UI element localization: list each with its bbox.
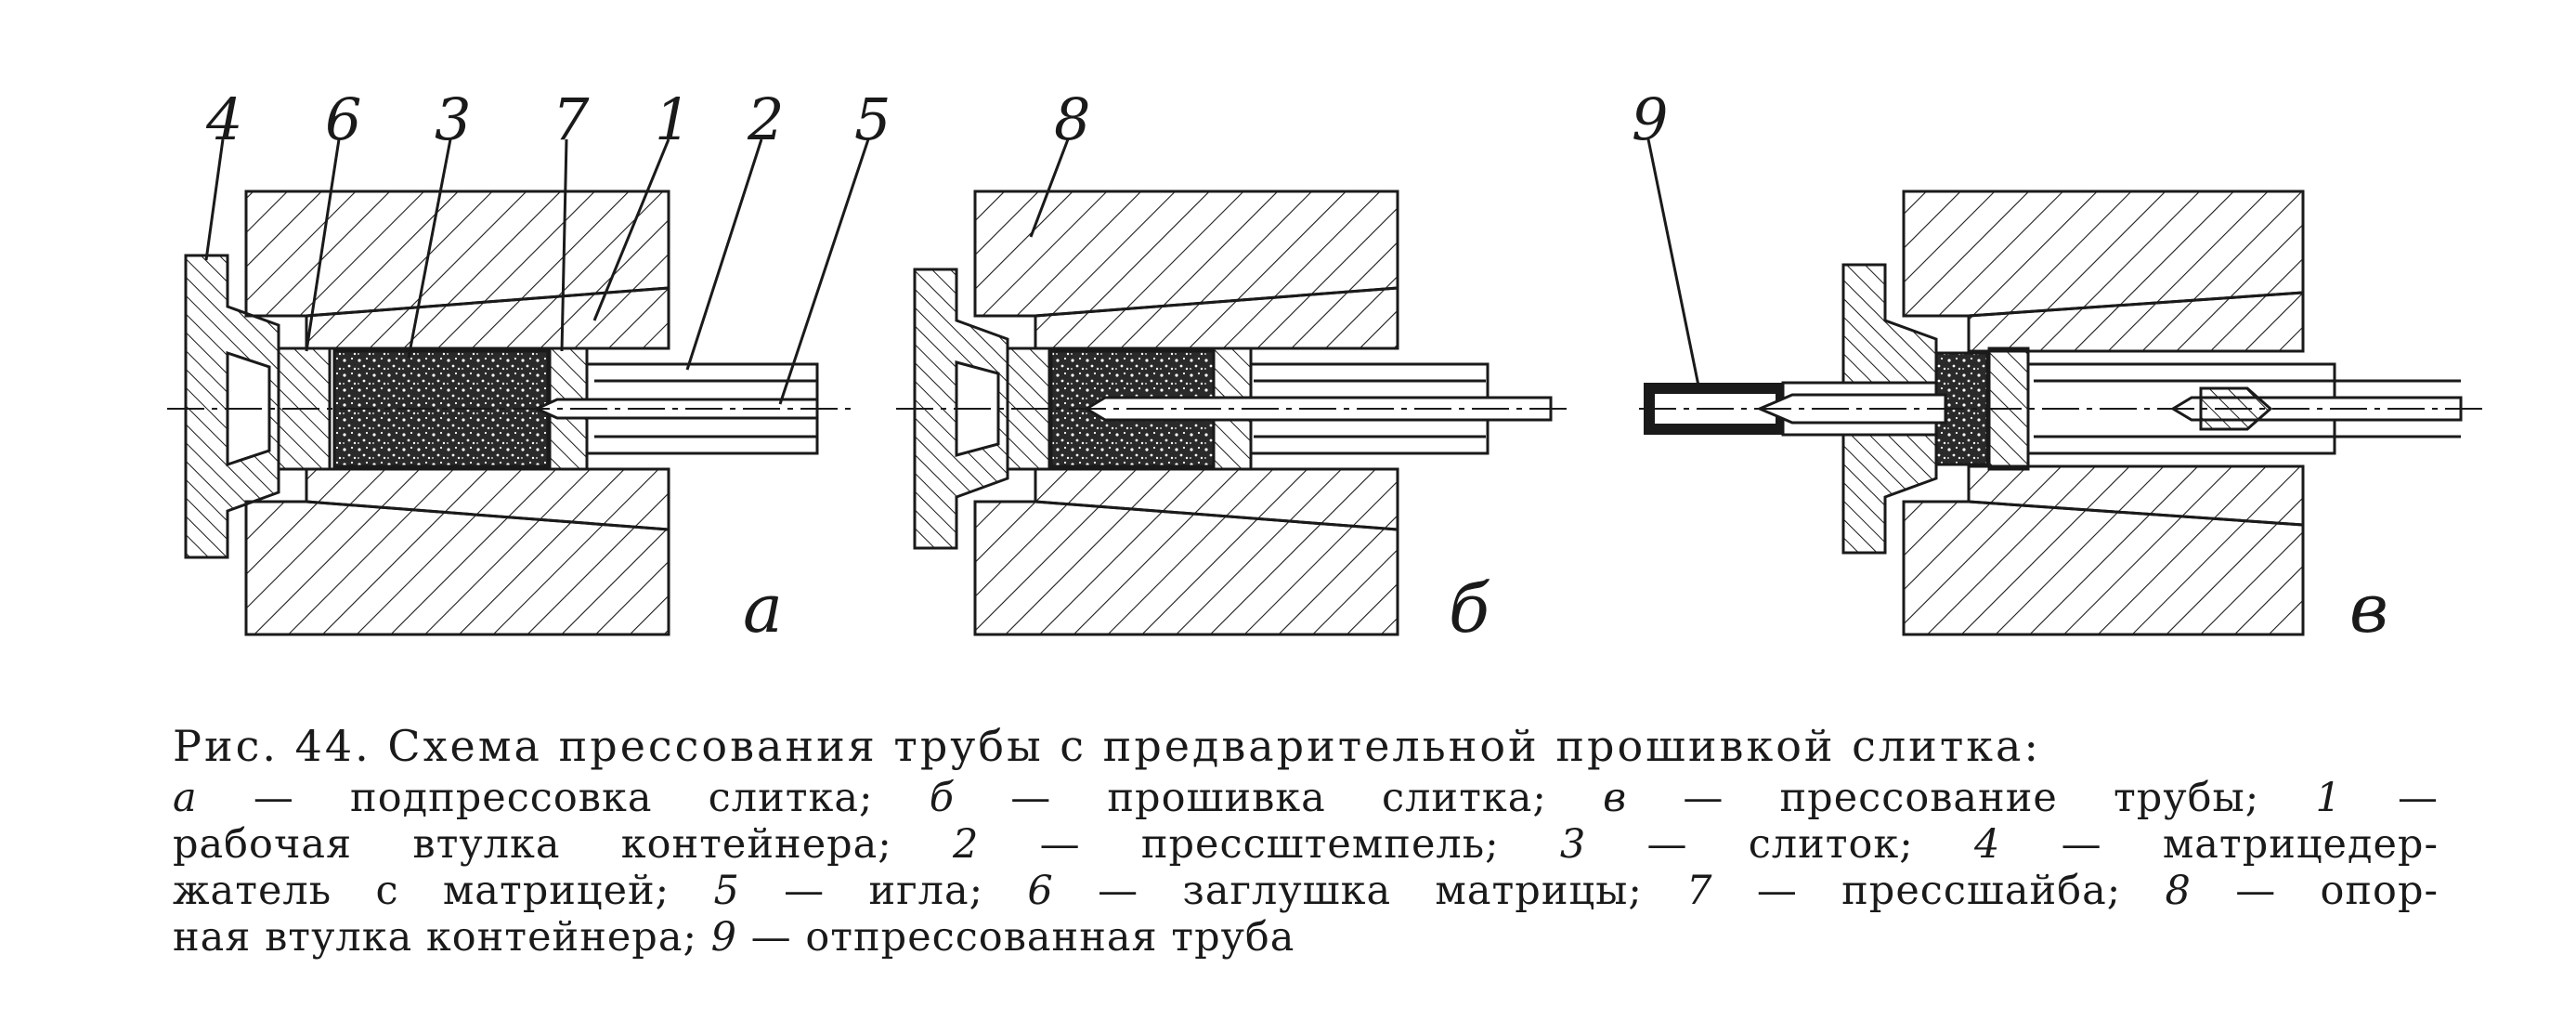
- caption-symbol: б: [929, 775, 955, 821]
- support-sleeve-upper-b: [1034, 286, 1399, 350]
- caption-text: ная втулка контейнера;: [173, 914, 711, 961]
- panel-v: [1639, 138, 2489, 636]
- pressing-diagram: 4 6 3 7 1 2 5 8 9 а б в: [167, 85, 2489, 647]
- caption-symbol: в: [1603, 775, 1628, 821]
- label-6: 6: [325, 85, 361, 153]
- caption-text: — игла;: [739, 868, 1028, 914]
- panel-label-v: в: [2349, 569, 2388, 647]
- caption-text: —: [2341, 775, 2439, 821]
- caption-text: — заглушка матрицы;: [1053, 868, 1687, 914]
- caption-symbol: 8: [2165, 868, 2192, 914]
- caption-text: — прессование трубы;: [1627, 775, 2316, 821]
- caption-line: а — подпрессовка слитка; б — прошивка сл…: [173, 775, 2439, 821]
- caption-text: — прошивка слитка;: [954, 775, 1604, 821]
- label-4: 4: [205, 85, 242, 153]
- label-1: 1: [655, 85, 691, 153]
- label-3: 3: [435, 85, 471, 153]
- panel-a: [167, 138, 870, 636]
- caption-text: — слиток;: [1586, 821, 1975, 868]
- caption-title: Рис. 44. Схема прессования трубы с предв…: [173, 721, 2041, 771]
- support-sleeve-lower-b: [1034, 467, 1399, 531]
- caption-text: жатель с матрицей;: [173, 868, 714, 914]
- panel-label-b: б: [1449, 569, 1490, 647]
- caption-text: — опор-: [2191, 868, 2439, 914]
- caption-symbol: 5: [713, 868, 740, 914]
- caption-line: рабочая втулка контейнера; 2 — прессштем…: [173, 821, 2439, 868]
- panel-b: [896, 138, 1569, 636]
- caption-text: — прессштемпель;: [979, 821, 1560, 868]
- caption-symbol: 9: [710, 914, 737, 961]
- label-7: 7: [553, 85, 590, 153]
- figure-caption: Рис. 44. Схема прессования трубы с предв…: [173, 723, 2439, 961]
- caption-symbol: 3: [1559, 821, 1587, 868]
- caption-line: жатель с матрицей; 5 — игла; 6 — заглушк…: [173, 868, 2439, 914]
- working-sleeve-upper-a: [305, 286, 670, 350]
- caption-text: — прессшайба;: [1712, 868, 2166, 914]
- support-sleeve-upper-v: [1967, 291, 2305, 353]
- caption-text: — подпрессовка слитка;: [197, 775, 930, 821]
- working-sleeve-lower-a: [305, 467, 670, 531]
- support-sleeve-lower-v: [1967, 464, 2305, 527]
- container-lower-b: [973, 500, 1399, 636]
- panel-label-a: а: [743, 569, 783, 647]
- caption-text: — отпрессованная труба: [737, 914, 1295, 961]
- container-lower-v: [1902, 500, 2305, 636]
- caption-symbol: 4: [1974, 821, 2001, 868]
- label-8: 8: [1054, 85, 1090, 153]
- label-5: 5: [854, 85, 891, 153]
- caption-symbol: а: [173, 775, 198, 821]
- caption-symbol: 1: [2315, 775, 2342, 821]
- caption-text: рабочая втулка контейнера;: [173, 821, 954, 868]
- label-9: 9: [1632, 85, 1668, 153]
- caption-text: — матрицедер-: [2000, 821, 2439, 868]
- caption-symbol: 7: [1686, 868, 1713, 914]
- container-lower-a: [244, 500, 670, 636]
- caption-line: ная втулка контейнера; 9 — отпрессованна…: [173, 914, 2439, 961]
- caption-symbol: 6: [1027, 868, 1054, 914]
- caption-symbol: 2: [953, 821, 980, 868]
- label-2: 2: [747, 85, 784, 153]
